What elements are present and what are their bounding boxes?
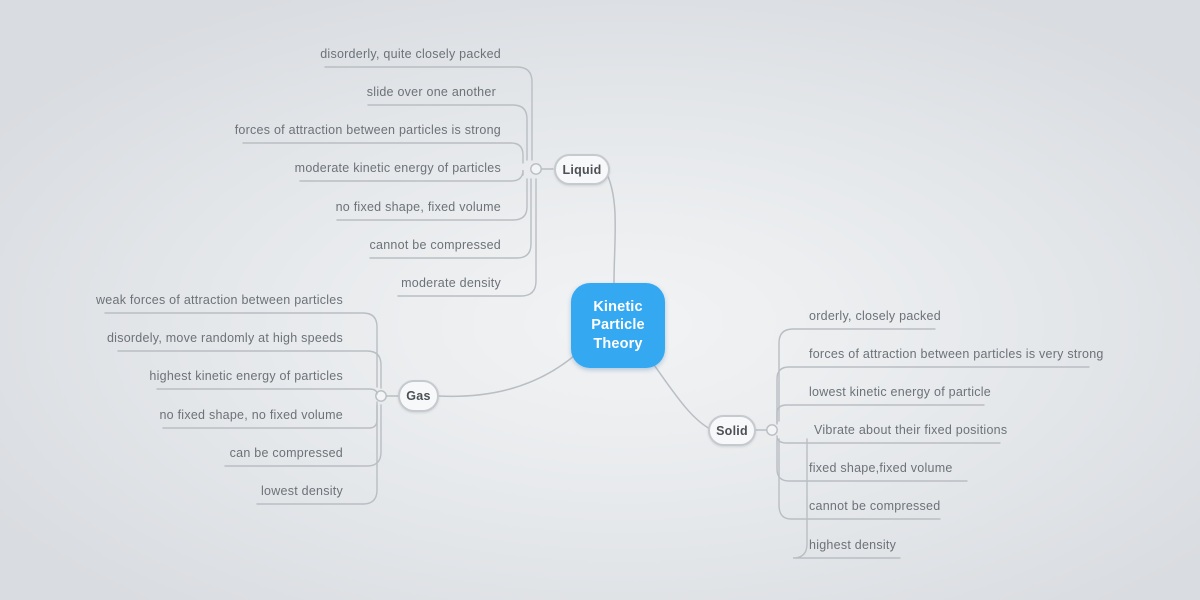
gas-leaf-wire-2 <box>117 350 382 389</box>
trunk-to-liquid <box>605 171 617 284</box>
leaf-gas-2[interactable]: disordely, move randomly at high speeds <box>106 331 343 345</box>
leaf-solid-4[interactable]: Vibrate about their fixed positions <box>814 423 1008 437</box>
gas-hub-dot <box>375 390 387 402</box>
leaf-liquid-4[interactable]: moderate kinetic energy of particles <box>294 161 501 175</box>
trunk-to-gas <box>437 355 575 398</box>
leaf-solid-1[interactable]: orderly, closely packed <box>809 309 941 323</box>
solid-leaf-wire-1 <box>778 328 936 422</box>
gas-leaf-wire-3 <box>156 388 378 395</box>
gas-leaf-wire-1 <box>104 312 378 388</box>
leaf-liquid-1[interactable]: disorderly, quite closely packed <box>320 47 501 61</box>
center-node[interactable]: Kinetic Particle Theory <box>571 283 665 368</box>
solid-leaf-wire-4 <box>776 435 1001 444</box>
leaf-liquid-6[interactable]: cannot be compressed <box>369 238 501 252</box>
branch-node-gas-label: Gas <box>406 389 431 403</box>
trunk-to-solid <box>651 361 713 431</box>
leaf-solid-3[interactable]: lowest kinetic energy of particle <box>809 385 991 399</box>
branch-node-liquid-label: Liquid <box>562 162 602 177</box>
center-node-line-1: Kinetic <box>593 298 643 315</box>
branch-node-liquid[interactable]: Liquid <box>554 154 610 185</box>
solid-leaf-wire-3 <box>776 404 985 425</box>
branch-node-solid-label: Solid <box>716 423 748 438</box>
solid-leaf-wire-5 <box>776 438 968 482</box>
liquid-leaf-wire-4 <box>299 169 524 182</box>
branch-node-solid[interactable]: Solid <box>708 415 756 446</box>
leaf-gas-4[interactable]: no fixed shape, no fixed volume <box>159 408 343 422</box>
leaf-solid-7[interactable]: highest density <box>809 538 897 552</box>
center-node-line-2: Particle <box>591 317 645 334</box>
leaf-gas-3[interactable]: highest kinetic energy of particles <box>149 369 343 383</box>
liquid-leaf-wire-5 <box>336 178 528 221</box>
liquid-leaf-wire-1 <box>324 66 533 161</box>
center-node-line-3: Theory <box>593 335 643 352</box>
leaf-liquid-5[interactable]: no fixed shape, fixed volume <box>335 200 501 214</box>
solid-leaf-wire-2 <box>776 366 1090 424</box>
liquid-leaf-wire-3 <box>242 142 524 164</box>
liquid-leaf-wire-6 <box>369 178 532 259</box>
branch-node-gas[interactable]: Gas <box>398 380 439 412</box>
leaf-liquid-3[interactable]: forces of attraction between particles i… <box>234 123 501 137</box>
liquid-hub-dot <box>530 163 542 175</box>
gas-leaf-wire-6 <box>256 404 378 505</box>
liquid-leaf-wire-7 <box>397 178 537 297</box>
leaf-liquid-2[interactable]: slide over one another <box>366 85 496 99</box>
leaf-gas-6[interactable]: lowest density <box>260 484 343 498</box>
leaf-solid-5[interactable]: fixed shape,fixed volume <box>809 461 953 475</box>
leaf-solid-2[interactable]: forces of attraction between particles i… <box>809 347 1104 361</box>
leaf-gas-5[interactable]: can be compressed <box>229 446 343 460</box>
solid-leaf-wire-7 <box>792 438 901 559</box>
liquid-leaf-wire-2 <box>367 104 528 161</box>
leaf-gas-1[interactable]: weak forces of attraction between partic… <box>96 293 343 307</box>
leaf-solid-6[interactable]: cannot be compressed <box>809 499 941 513</box>
center-node-label: Kinetic Particle Theory <box>591 298 645 354</box>
solid-leaf-wire-6 <box>778 438 941 520</box>
leaf-liquid-7[interactable]: moderate density <box>401 276 501 290</box>
solid-hub-dot <box>766 424 778 436</box>
